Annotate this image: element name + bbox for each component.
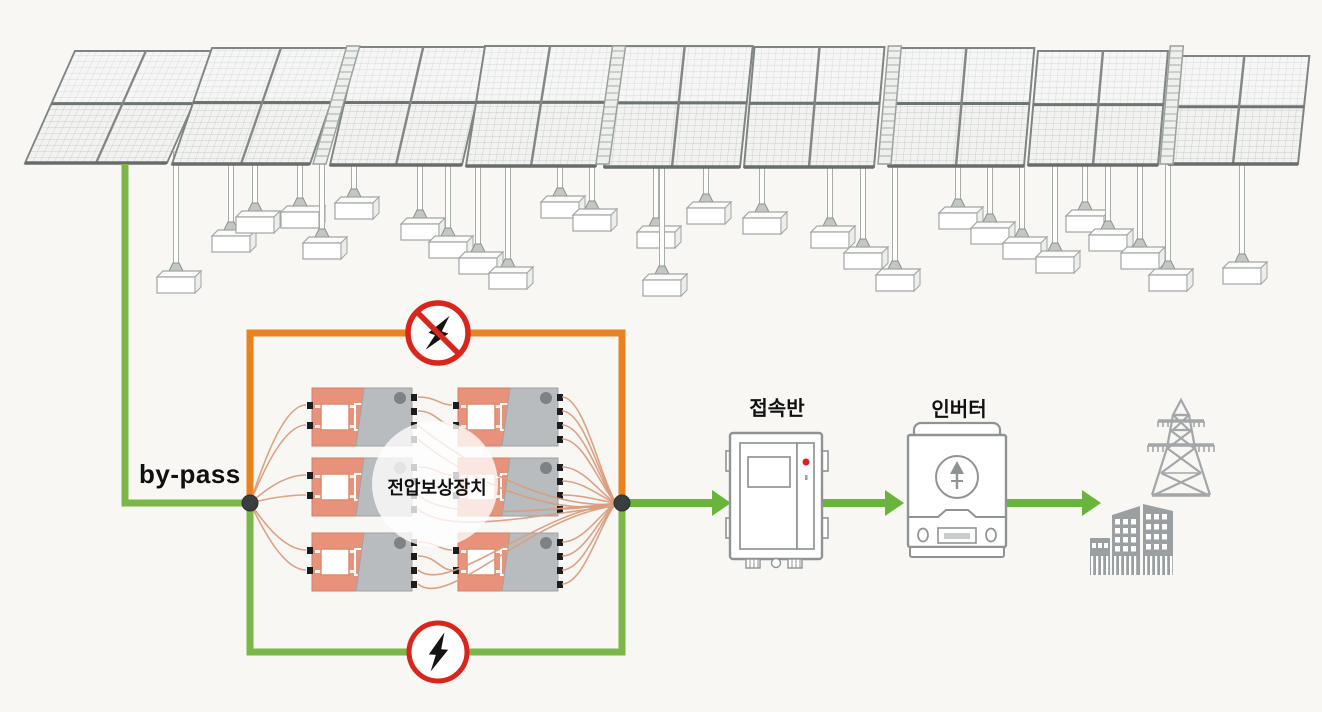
array-walkway <box>312 45 361 165</box>
support-leg <box>234 151 282 235</box>
support-leg <box>1147 151 1195 293</box>
inverter-label: 인버터 <box>931 399 987 421</box>
support-leg <box>539 151 587 220</box>
flow-arrow-to-inverter <box>822 490 904 516</box>
array-table <box>1166 55 1311 166</box>
junction-dot-right <box>613 494 631 512</box>
array-walkway <box>1159 45 1185 165</box>
array-walkway <box>877 45 903 165</box>
support-leg <box>641 151 689 298</box>
array-table <box>602 45 754 169</box>
transmission-tower-icon <box>1147 397 1215 497</box>
support-leg <box>427 151 475 260</box>
solar-array <box>23 45 1311 169</box>
support-leg <box>685 151 733 226</box>
support-leg <box>842 151 890 271</box>
bypass-label: by-pass <box>139 459 241 489</box>
array-table <box>464 45 617 168</box>
surge-lightning-icon <box>406 620 470 684</box>
support-leg <box>809 151 857 250</box>
support-leg <box>487 151 535 291</box>
support-leg <box>1034 151 1082 275</box>
voltage-compensator-label: 전압보상장치 <box>387 478 487 498</box>
array-walkway <box>595 45 627 165</box>
support-leg <box>210 151 258 254</box>
flow-arrow-to-grid <box>1006 490 1101 516</box>
no-current-prohibition-icon <box>405 300 471 366</box>
support-leg <box>874 151 922 293</box>
compensator-unit <box>307 532 417 592</box>
support-leg <box>333 151 381 221</box>
compensator-label-backdrop <box>372 421 498 547</box>
support-leg <box>741 151 789 236</box>
support-leg <box>571 151 619 233</box>
junction-box-label: 접속반 <box>749 398 805 420</box>
array-table <box>170 47 352 166</box>
array-table <box>23 50 219 165</box>
support-leg <box>1221 151 1269 286</box>
support-leg <box>155 151 203 295</box>
building-icon <box>1090 504 1173 575</box>
inverter-icon <box>906 421 1008 558</box>
status-led <box>802 458 810 466</box>
support-leg <box>937 151 985 231</box>
array-table <box>742 46 886 169</box>
support-leg <box>457 151 505 276</box>
array-table <box>886 47 1036 168</box>
support-leg <box>1119 151 1167 271</box>
flow-arrow-to-junction-box <box>626 490 731 516</box>
junction-box-icon <box>725 431 829 569</box>
bypass-feed-line <box>121 164 248 507</box>
solar-array-supports <box>155 151 1269 298</box>
junction-dot-left <box>241 494 259 512</box>
array-table <box>328 46 491 167</box>
compensator-unit <box>453 532 563 592</box>
support-leg <box>279 151 327 230</box>
array-table <box>1026 50 1170 167</box>
support-leg <box>1001 151 1049 261</box>
support-leg <box>1087 151 1135 253</box>
